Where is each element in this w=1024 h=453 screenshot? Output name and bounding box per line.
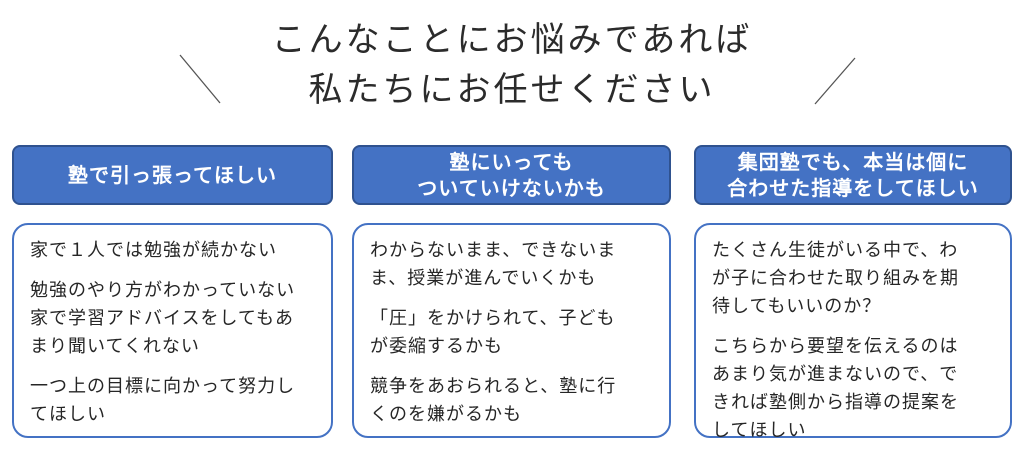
concern-line: てほしい: [30, 404, 106, 425]
concern-line: たくさん生徒がいる中で、わ: [712, 240, 959, 261]
concern-item: こちらから要望を伝えるのは あまり気が進まないので、で きれば塾側から指導の提案…: [712, 333, 994, 445]
concern-box-1: 家で１人では勉強が続かない 勉強のやり方がわかっていない 家で学習アドバイスをし…: [12, 223, 333, 438]
concern-line: 家で１人では勉強が続かない: [30, 240, 277, 261]
concern-item: 「圧」をかけられて、子ども が委縮するかも: [370, 305, 653, 361]
concern-line: わからないまま、できないま: [370, 240, 617, 261]
concern-line: こちらから要望を伝えるのは: [712, 336, 959, 357]
column-header-1: 塾で引っ張ってほしい: [12, 145, 333, 205]
left-decorative-line: [179, 54, 221, 104]
column-header-text: 塾にいっても: [449, 150, 574, 174]
concern-line: あまり気が進まないので、で: [712, 364, 959, 385]
concern-line: 家で学習アドバイスをしてもあ: [30, 308, 295, 329]
concern-item: わからないまま、できないま ま、授業が進んでいくかも: [370, 237, 653, 293]
concern-box-3: たくさん生徒がいる中で、わ が子に合わせた取り組みを期 待してもいいのか？ こち…: [694, 223, 1012, 441]
concern-line: 「圧」をかけられて、子ども: [370, 308, 616, 329]
concern-item: 一つ上の目標に向かって努力し てほしい: [30, 373, 315, 429]
right-decorative-line: [814, 57, 856, 105]
concern-line: 一つ上の目標に向かって努力し: [30, 376, 296, 397]
concern-line: が子に合わせた取り組みを期: [712, 268, 959, 289]
page-title-line-1: こんなことにお悩みであれば: [271, 20, 753, 60]
concern-line: ま、授業が進んでいくかも: [370, 268, 597, 289]
page-title-line-2: 私たちにお任せください: [308, 70, 716, 110]
concern-line: くのを嫌がるかも: [370, 404, 522, 425]
concern-line: 競争をあおられると、塾に行: [370, 376, 617, 397]
concern-line: 勉強のやり方がわかっていない: [30, 280, 296, 301]
column-header-text: ついていけないかも: [417, 176, 606, 200]
column-header-text: 集団塾でも、本当は個に: [737, 150, 969, 174]
column-header-3: 集団塾でも、本当は個に 合わせた指導をしてほしい: [694, 145, 1012, 205]
concern-line: きれば塾側から指導の提案を: [712, 392, 959, 413]
concern-item: 家で１人では勉強が続かない: [30, 237, 315, 265]
column-header-2: 塾にいっても ついていけないかも: [352, 145, 671, 205]
concern-line: してほしい: [712, 420, 807, 441]
concern-line: まり聞いてくれない: [30, 336, 200, 357]
concern-item: たくさん生徒がいる中で、わ が子に合わせた取り組みを期 待してもいいのか？: [712, 237, 994, 321]
concern-item: 勉強のやり方がわかっていない 家で学習アドバイスをしてもあ まり聞いてくれない: [30, 277, 315, 361]
column-header-text: 合わせた指導をしてほしい: [727, 176, 979, 200]
concern-item: 競争をあおられると、塾に行 くのを嫌がるかも: [370, 373, 653, 429]
concern-line: 待してもいいのか？: [712, 296, 882, 317]
concern-box-2: わからないまま、できないま ま、授業が進んでいくかも 「圧」をかけられて、子ども…: [352, 223, 671, 438]
concern-line: が委縮するかも: [370, 336, 503, 357]
column-header-text: 塾で引っ張ってほしい: [68, 163, 277, 187]
